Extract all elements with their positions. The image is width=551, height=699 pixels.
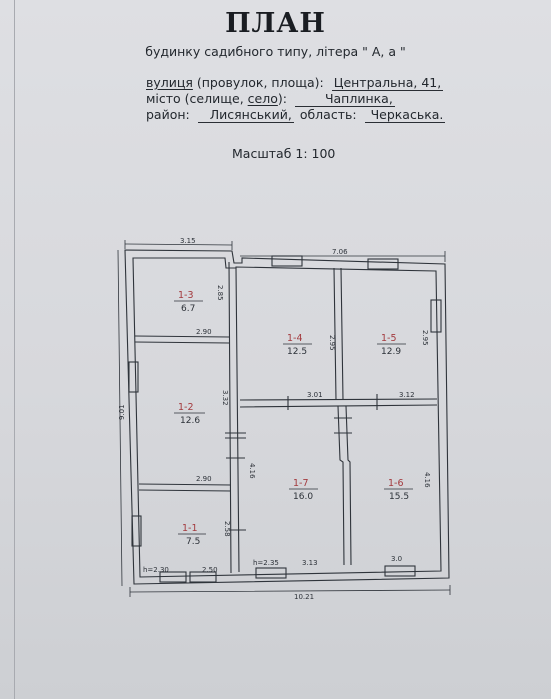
partition-r13-r12 <box>134 335 230 344</box>
room-area: 15.5 <box>389 492 409 502</box>
region-value: Черкаська. <box>364 108 446 123</box>
room-area: 12.5 <box>287 347 307 357</box>
dim-mid-right: 3.12 <box>399 391 415 399</box>
room-id: 1-7 <box>293 478 309 489</box>
dimension-lines <box>117 243 451 593</box>
room-area: 16.0 <box>293 492 313 502</box>
city-label-pre: місто (селище, <box>146 91 248 106</box>
dim-top-right: 7.06 <box>332 248 348 256</box>
dim-r17-side: 4.16 <box>248 463 256 479</box>
room-1-5: 1-5 12.9 <box>377 333 406 357</box>
district-label: район: <box>146 107 190 122</box>
document-subtitle: будинку садибного типу, літера " А, а " <box>145 44 406 59</box>
room-1-3: 1-3 6.7 <box>174 290 203 314</box>
inner-wall-outline <box>132 257 442 578</box>
room-area: 12.6 <box>180 416 200 426</box>
city-value: Чаплинка, <box>294 92 395 107</box>
partition-r17-r16 <box>337 405 352 566</box>
dim-r15-height: 2.95 <box>421 330 429 346</box>
dim-r12-wall: 2.90 <box>196 475 212 483</box>
door-marks <box>225 394 378 531</box>
window-top-1 <box>271 255 303 267</box>
window-left-1 <box>128 361 139 393</box>
city-label-post: ): <box>277 91 287 106</box>
dim-right-side: 4.16 <box>423 472 431 488</box>
room-id: 1-4 <box>287 333 303 344</box>
window-bottom-4 <box>384 565 416 577</box>
region-label: область: <box>299 107 357 122</box>
room-id: 1-2 <box>178 402 194 413</box>
window-right <box>430 299 442 333</box>
room-id: 1-1 <box>182 523 198 534</box>
room-1-1: 1-1 7.5 <box>178 523 206 547</box>
room-area: 12.9 <box>381 347 401 357</box>
room-1-4: 1-4 12.5 <box>283 333 312 357</box>
document-title: ПЛАН <box>225 8 326 39</box>
room-id: 1-3 <box>178 290 194 301</box>
dim-r11-side: 2.58 <box>223 521 231 537</box>
room-1-6: 1-6 15.5 <box>384 478 413 502</box>
dim-bottom-h1: h=2.30 <box>143 566 169 574</box>
room-1-7: 1-7 16.0 <box>289 478 318 502</box>
dim-bottom-w3: 3.0 <box>391 555 402 563</box>
room-id: 1-5 <box>381 333 397 344</box>
window-left-2 <box>131 515 142 547</box>
dim-corridor-side: 2.85 <box>216 285 224 301</box>
dim-bottom: 10.21 <box>294 593 314 601</box>
scale-label: Масштаб 1: 100 <box>232 146 336 161</box>
district-value: Лисянський, <box>197 108 294 123</box>
partition-left-middle <box>228 261 240 574</box>
dim-left: 9.01 <box>118 404 126 420</box>
dim-r14-height: 2.95 <box>328 335 336 351</box>
dim-r13-wall: 2.90 <box>196 328 212 336</box>
window-bottom-3 <box>255 567 287 579</box>
street-value: Центральна, 41, <box>331 75 444 91</box>
city-label-selected: село <box>247 91 278 106</box>
window-top-2 <box>367 258 399 270</box>
dimension-labels: 3.15 7.06 10.21 9.01 2.90 2.90 3.01 3.12… <box>118 237 431 601</box>
outer-wall-outline <box>124 249 450 585</box>
district-row: район: Лисянський, область: Черкаська. <box>146 107 446 123</box>
dim-bottom-w2: 3.13 <box>302 559 318 567</box>
dim-r12-side: 3.32 <box>221 390 229 406</box>
partition-r12-r11 <box>138 483 232 492</box>
partition-r14-r15 <box>333 267 344 401</box>
street-row: вулиця (провулок, площа): Центральна, 41… <box>146 75 444 91</box>
room-id: 1-6 <box>388 478 404 489</box>
dim-mid-left: 3.01 <box>307 391 323 399</box>
room-area: 6.7 <box>181 304 195 314</box>
window-bottom-2 <box>189 571 217 583</box>
dimension-ticks <box>124 240 451 597</box>
street-label-rest: (провулок, площа): <box>192 75 324 90</box>
street-label: вулиця <box>146 75 193 90</box>
dim-bottom-h2: h=2.35 <box>253 559 279 567</box>
city-row: місто (селище, село): Чаплинка, <box>146 91 395 107</box>
dim-bottom-w1: 2.50 <box>202 566 218 574</box>
room-area: 7.5 <box>186 537 200 547</box>
dim-top-left: 3.15 <box>180 237 196 245</box>
room-1-2: 1-2 12.6 <box>174 402 205 426</box>
window-bottom-1 <box>159 571 187 583</box>
partition-mid-horizontal <box>239 398 438 408</box>
